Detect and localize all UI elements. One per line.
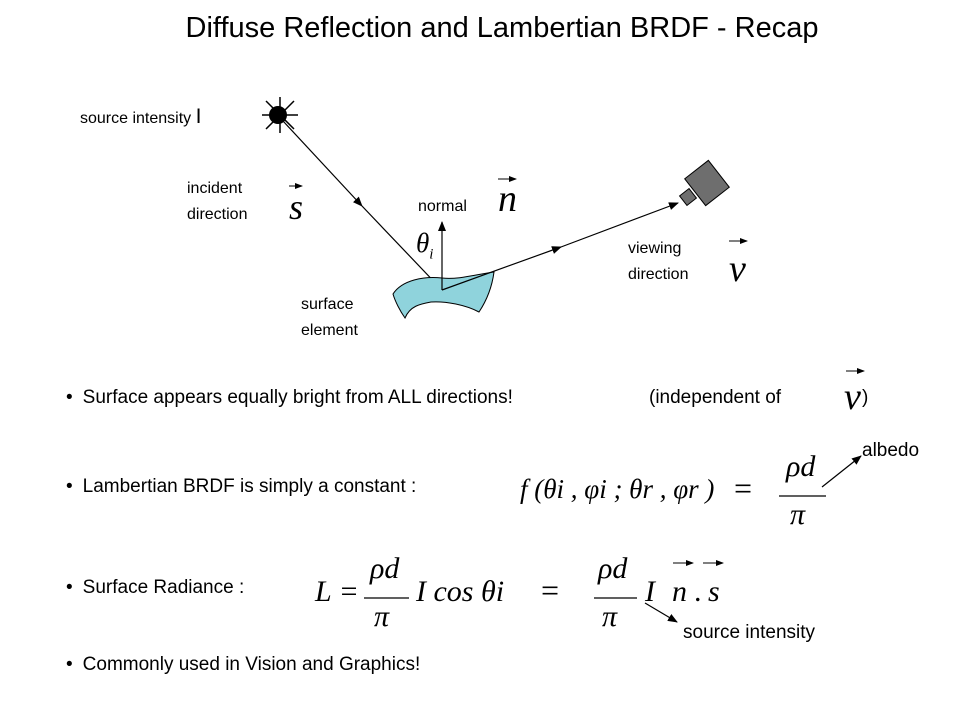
source-intensity-text: source intensity	[80, 110, 192, 127]
bullet-equally-bright: • Surface appears equally bright from ALL…	[66, 387, 513, 409]
incident-vector-symbol: s	[289, 187, 304, 227]
brdf-formula-lhs: f (θi , φi ; θr , φr )	[520, 474, 715, 504]
bullet-text: Surface Radiance :	[82, 577, 245, 598]
radiance-formula-lhs: L =	[315, 575, 359, 608]
theta-symbol: θ	[416, 228, 430, 258]
source-intensity-label: source intensity I	[80, 104, 201, 132]
independent-close-paren: )	[862, 387, 869, 408]
radiance-rhs-dot: .	[694, 575, 702, 608]
normal-vector-symbol: n	[498, 178, 517, 220]
bullet-marker: •	[66, 387, 73, 408]
brdf-equals: =	[734, 470, 753, 506]
radiance-numerator-2: ρd	[598, 552, 628, 585]
bullet-marker: •	[66, 476, 73, 497]
radiance-denominator-2: π	[602, 600, 618, 633]
bullet-text: Commonly used in Vision and Graphics!	[82, 654, 421, 675]
bullet-lambertian-constant: • Lambertian BRDF is simply a constant :	[66, 476, 416, 498]
source-intensity-pointer-arrow	[644, 602, 678, 623]
normal-label: normal	[418, 198, 467, 215]
surface-element-label: surface element	[301, 292, 358, 344]
surface-element-shape	[392, 271, 495, 320]
camera-icon	[678, 159, 730, 207]
viewing-label-line1: viewing	[628, 240, 682, 257]
viewing-direction-label: viewing direction	[628, 236, 688, 288]
radiance-formula-mid: I cos θi	[416, 575, 505, 608]
slide-title: Diffuse Reflection and Lambertian BRDF -…	[185, 12, 819, 44]
bullet-surface-radiance: • Surface Radiance :	[66, 577, 244, 599]
viewing-label-line2: direction	[628, 266, 689, 283]
bullet-marker: •	[66, 577, 73, 598]
bullet-text: Lambertian BRDF is simply a constant :	[82, 476, 417, 497]
independent-v-symbol: v	[844, 376, 861, 418]
surface-label-line1: surface	[301, 296, 354, 313]
viewing-ray	[441, 202, 679, 291]
bullet-commonly-used: • Commonly used in Vision and Graphics!	[66, 654, 420, 676]
radiance-rhs-n: n	[672, 575, 687, 608]
radiance-numerator-1: ρd	[370, 552, 400, 585]
radiance-rhs-s: s	[708, 575, 720, 608]
albedo-annotation: albedo	[862, 440, 920, 461]
brdf-numerator: ρd	[786, 450, 816, 483]
incident-label-line2: direction	[187, 206, 248, 223]
independent-of-note: (independent of	[649, 387, 782, 408]
albedo-pointer-arrow	[821, 455, 862, 488]
incident-label-line1: incident	[187, 180, 243, 197]
brdf-denominator: π	[790, 498, 806, 531]
source-intensity-symbol: I	[195, 105, 202, 128]
radiance-equals: =	[541, 572, 560, 608]
source-intensity-annotation: source intensity	[683, 622, 816, 643]
theta-subscript: i	[429, 246, 434, 263]
incident-direction-label: incident direction	[187, 176, 247, 228]
radiance-denominator-1: π	[374, 600, 390, 633]
viewing-vector-symbol: v	[729, 248, 746, 290]
light-source-icon	[262, 97, 298, 133]
theta-i-symbol: θi	[416, 228, 433, 269]
bullet-text: Surface appears equally bright from ALL …	[82, 387, 513, 408]
radiance-rhs-I: I	[645, 575, 655, 608]
surface-label-line2: element	[301, 322, 358, 339]
incident-ray	[282, 120, 443, 291]
bullet-marker: •	[66, 654, 73, 675]
